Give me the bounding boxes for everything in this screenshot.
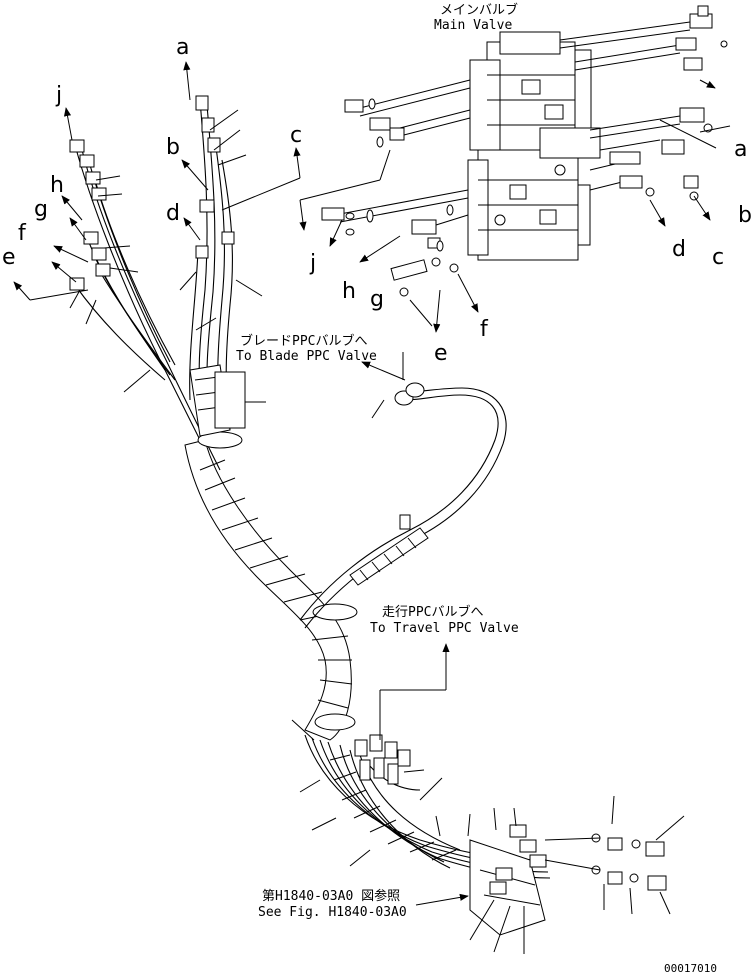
leader-lines (69, 109, 685, 954)
spiral-wrap-main (184, 364, 358, 741)
fig-ref-label-jp: 第H1840-03A0 図参照 (262, 888, 400, 904)
travel-ppc-label-en: To Travel PPC Valve (370, 621, 519, 636)
main-valve-label-jp: メインバルブ (440, 2, 518, 18)
left-bundle-fittings (69, 95, 235, 291)
callout-f-bottom: f (480, 317, 489, 342)
callout-a-top: a (176, 35, 189, 60)
callout-j-left: j (55, 83, 62, 108)
callout-h-bottom: h (342, 279, 356, 304)
callout-arrows (13, 61, 731, 906)
callout-b-top: b (166, 135, 180, 160)
callout-g-left: g (34, 197, 48, 222)
callout-j-bottom: j (309, 251, 316, 276)
main-valve (467, 31, 601, 261)
blade-ppc-label-jp: ブレードPPCバルブへ (240, 333, 367, 349)
callout-a-right: a (734, 137, 747, 162)
fig-ref-label-en: See Fig. H1840-03A0 (258, 905, 407, 920)
callout-d-top: d (166, 201, 180, 226)
callout-b-right: b (738, 203, 752, 228)
blade-ppc-hoses (299, 382, 507, 629)
drawing-number: 00017010 (664, 962, 717, 975)
lower-fittings (354, 734, 667, 895)
callout-e-left: e (2, 245, 16, 270)
callout-c-right: c (712, 245, 724, 270)
callout-d-right: d (672, 237, 686, 262)
callout-f-left: f (18, 221, 27, 246)
valve-pipes (339, 21, 691, 231)
blade-ppc-label-en: To Blade PPC Valve (236, 349, 377, 364)
callout-h-left: h (50, 173, 64, 198)
travel-ppc-label-jp: 走行PPCバルブへ (382, 604, 483, 620)
callout-g-bottom: g (370, 287, 384, 312)
callout-e-bottom: e (434, 341, 448, 366)
main-valve-label-en: Main Valve (434, 18, 512, 33)
callout-c-top: c (290, 123, 302, 148)
